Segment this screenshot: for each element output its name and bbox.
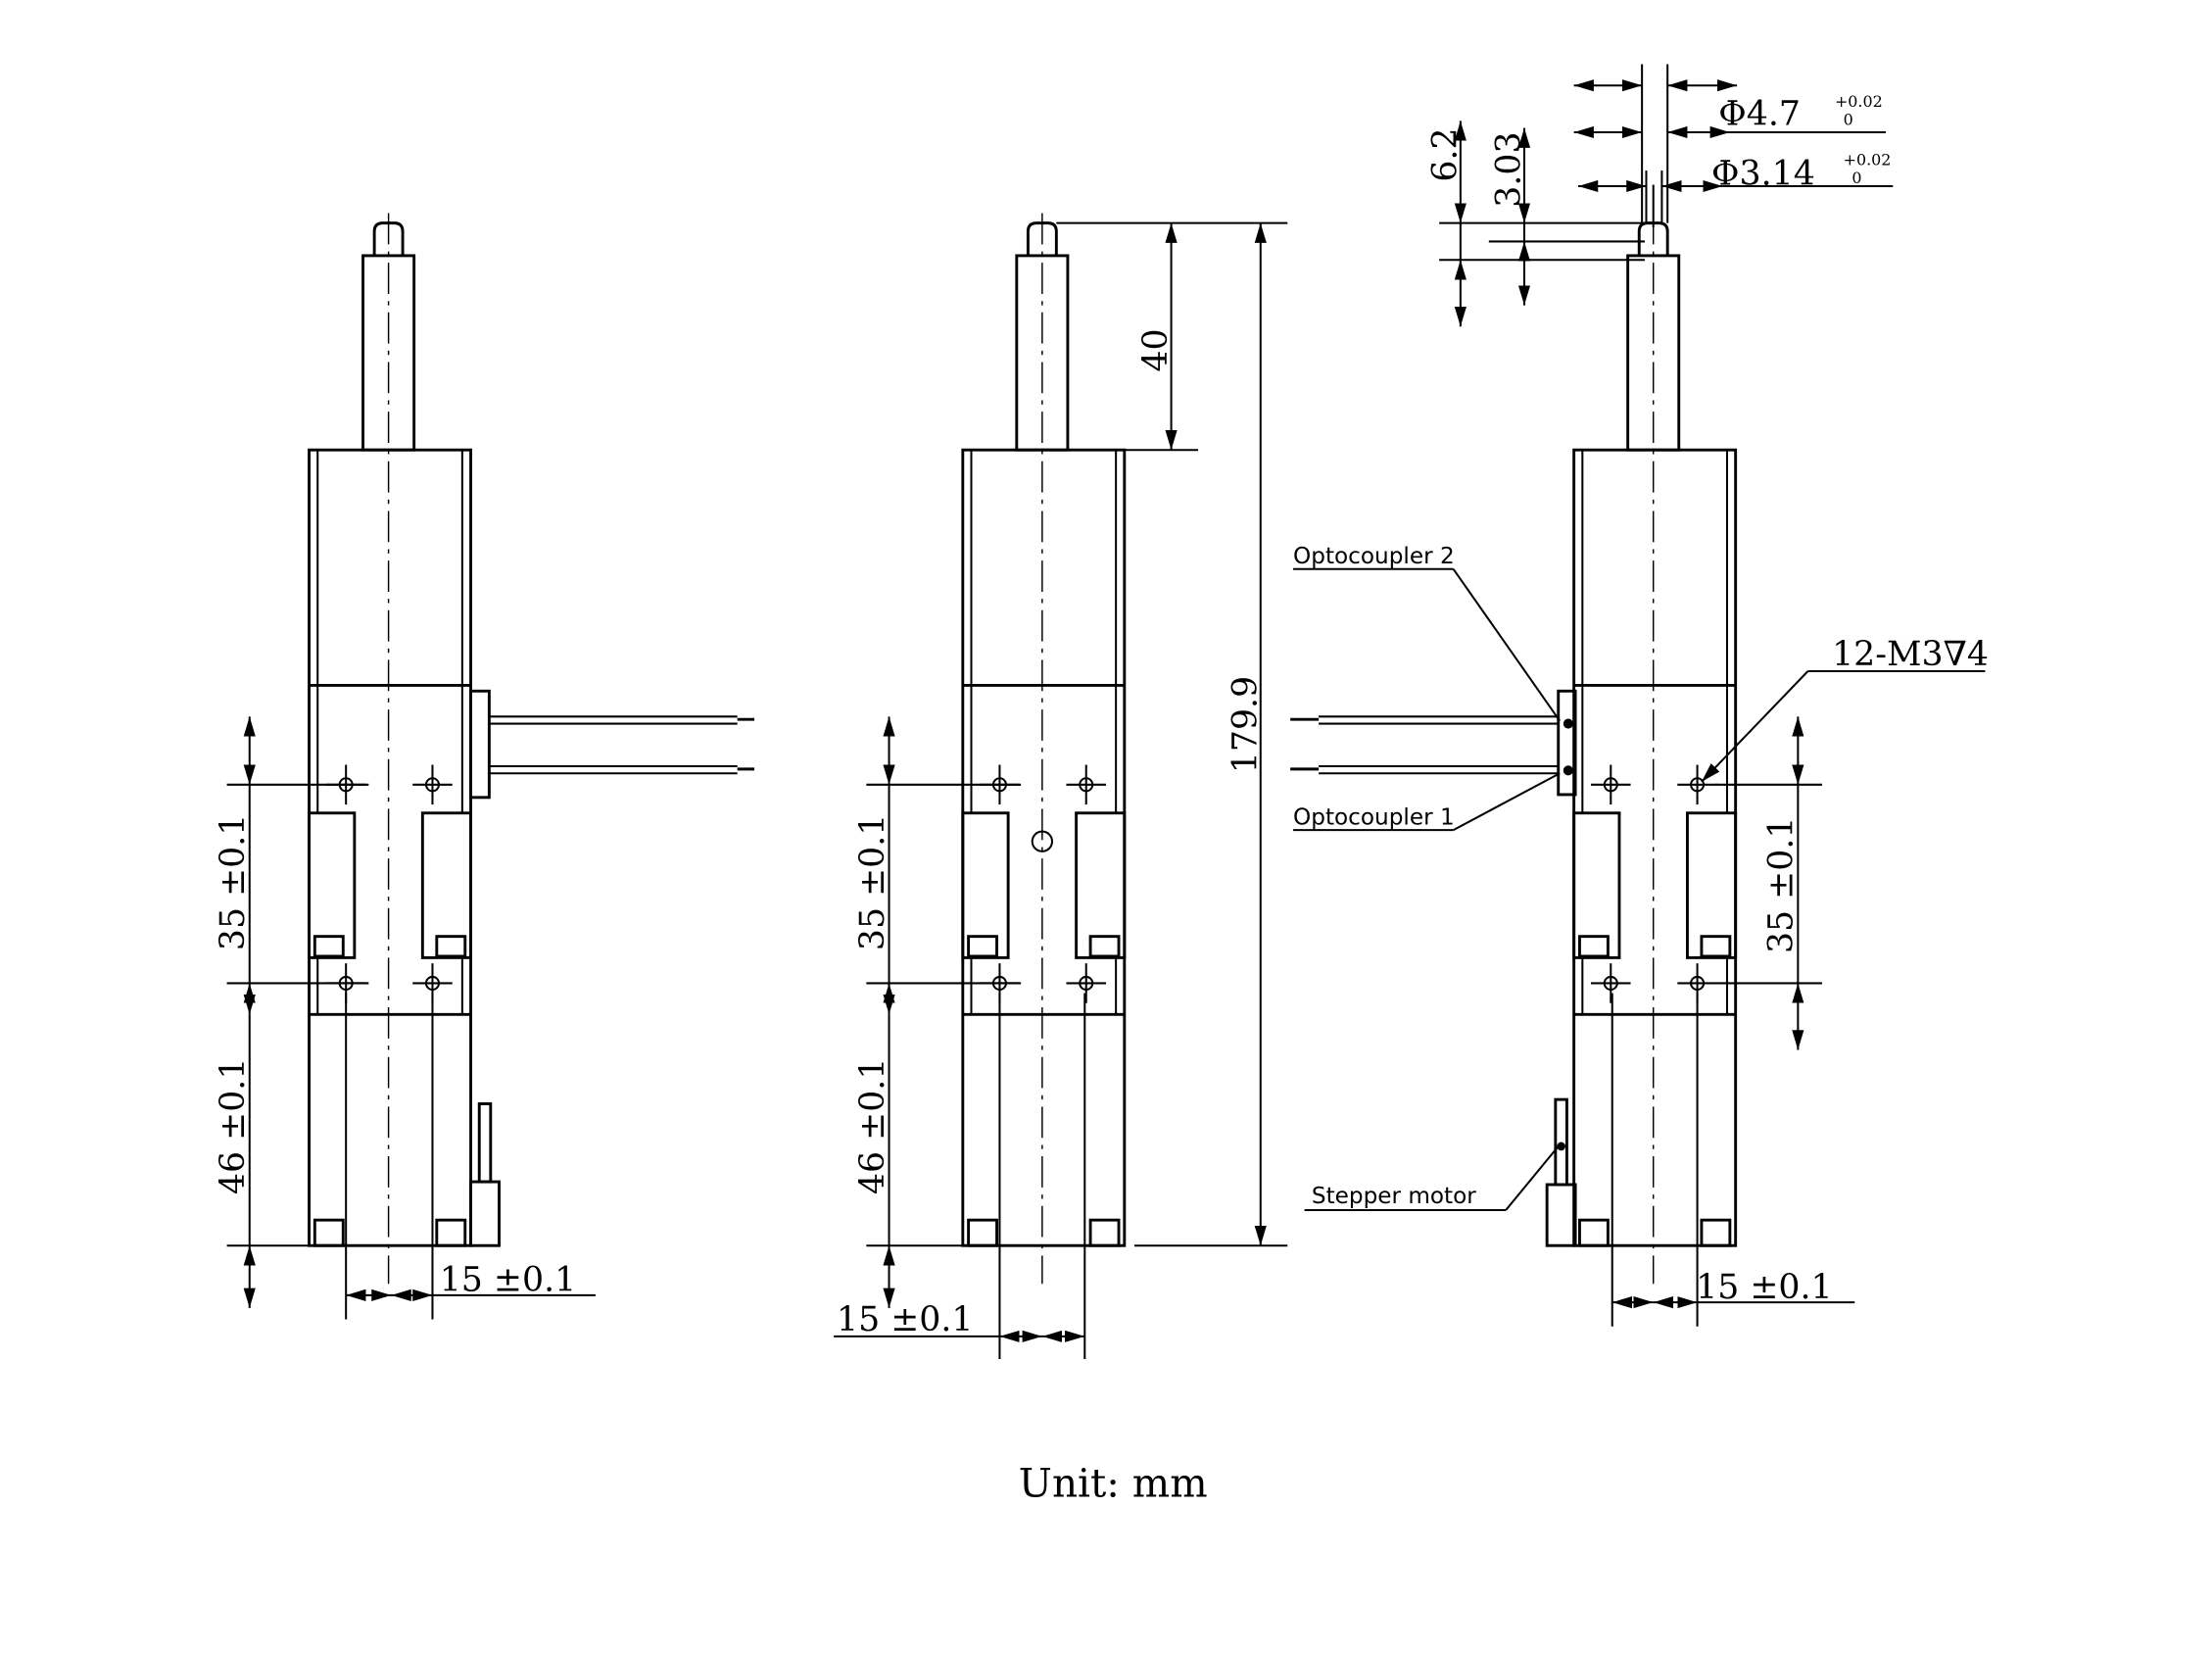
center-dim-46: 46 ±0.1 — [853, 1058, 892, 1195]
unit-label: Unit: mm — [1019, 1459, 1208, 1506]
optocoupler-1-dot — [1563, 765, 1573, 776]
label-optocoupler-2: Optocoupler 2 — [1293, 544, 1455, 569]
housing — [961, 448, 1127, 1247]
foot-pad — [313, 1218, 345, 1247]
foot-pad — [435, 1218, 467, 1247]
tol-outer-upper: +0.02 — [1835, 92, 1883, 111]
line — [1505, 1145, 1560, 1211]
stepper-pin — [1554, 1097, 1568, 1187]
stepper-dot — [1557, 1142, 1565, 1151]
drawing-geometry — [226, 64, 1986, 1360]
right-dim-15: 15 ±0.1 — [1696, 1268, 1833, 1307]
housing — [308, 448, 472, 1247]
label-stepper-motor: Stepper motor — [1312, 1184, 1476, 1209]
dim-6-2: 6.2 — [1426, 127, 1466, 181]
optocoupler-housing — [1557, 689, 1577, 797]
stepper-connector — [469, 1180, 501, 1247]
line — [1452, 568, 1562, 722]
center-dim-15: 15 ±0.1 — [837, 1300, 974, 1339]
housing — [1572, 448, 1738, 1247]
label-optocoupler-1: Optocoupler 1 — [1293, 804, 1455, 830]
stepper-pin — [477, 1102, 493, 1184]
left-dim-35: 35 ±0.1 — [214, 814, 253, 951]
center-dim-40: 40 — [1136, 328, 1176, 371]
optocoupler-2-dot — [1563, 718, 1573, 729]
stepper-connector — [1545, 1183, 1577, 1247]
foot-pad — [1088, 1218, 1121, 1247]
left-dim-15: 15 ±0.1 — [440, 1261, 577, 1300]
slot-pad — [1088, 935, 1121, 958]
slot-pad — [1577, 935, 1610, 958]
foot-pad — [1577, 1218, 1610, 1247]
center-hole — [1031, 830, 1054, 852]
optocoupler-housing — [469, 689, 491, 800]
dim-3-03: 3.03 — [1490, 131, 1529, 207]
left-dim-46: 46 ±0.1 — [214, 1058, 253, 1195]
foot-pad — [1700, 1218, 1732, 1247]
dim-shaft-outer: Φ4.7 — [1718, 95, 1801, 134]
dim-shaft-inner: Φ3.14 — [1711, 155, 1815, 194]
slot-pad — [313, 935, 345, 958]
center-dim-35: 35 ±0.1 — [853, 814, 892, 951]
label-thread: 12-M3∇4 — [1832, 635, 1989, 674]
slot-pad — [435, 935, 467, 958]
foot-pad — [967, 1218, 998, 1247]
right-dim-35: 35 ±0.1 — [1762, 817, 1802, 954]
slot-pad — [1700, 935, 1732, 958]
tol-inner-lower: 0 — [1851, 169, 1861, 187]
line — [1453, 772, 1561, 832]
tol-inner-upper: +0.02 — [1844, 150, 1892, 169]
center-dim-total: 179.9 — [1226, 676, 1265, 773]
slot-pad — [967, 935, 998, 958]
thread-leader — [1701, 670, 1809, 783]
tol-outer-lower: 0 — [1844, 111, 1853, 129]
